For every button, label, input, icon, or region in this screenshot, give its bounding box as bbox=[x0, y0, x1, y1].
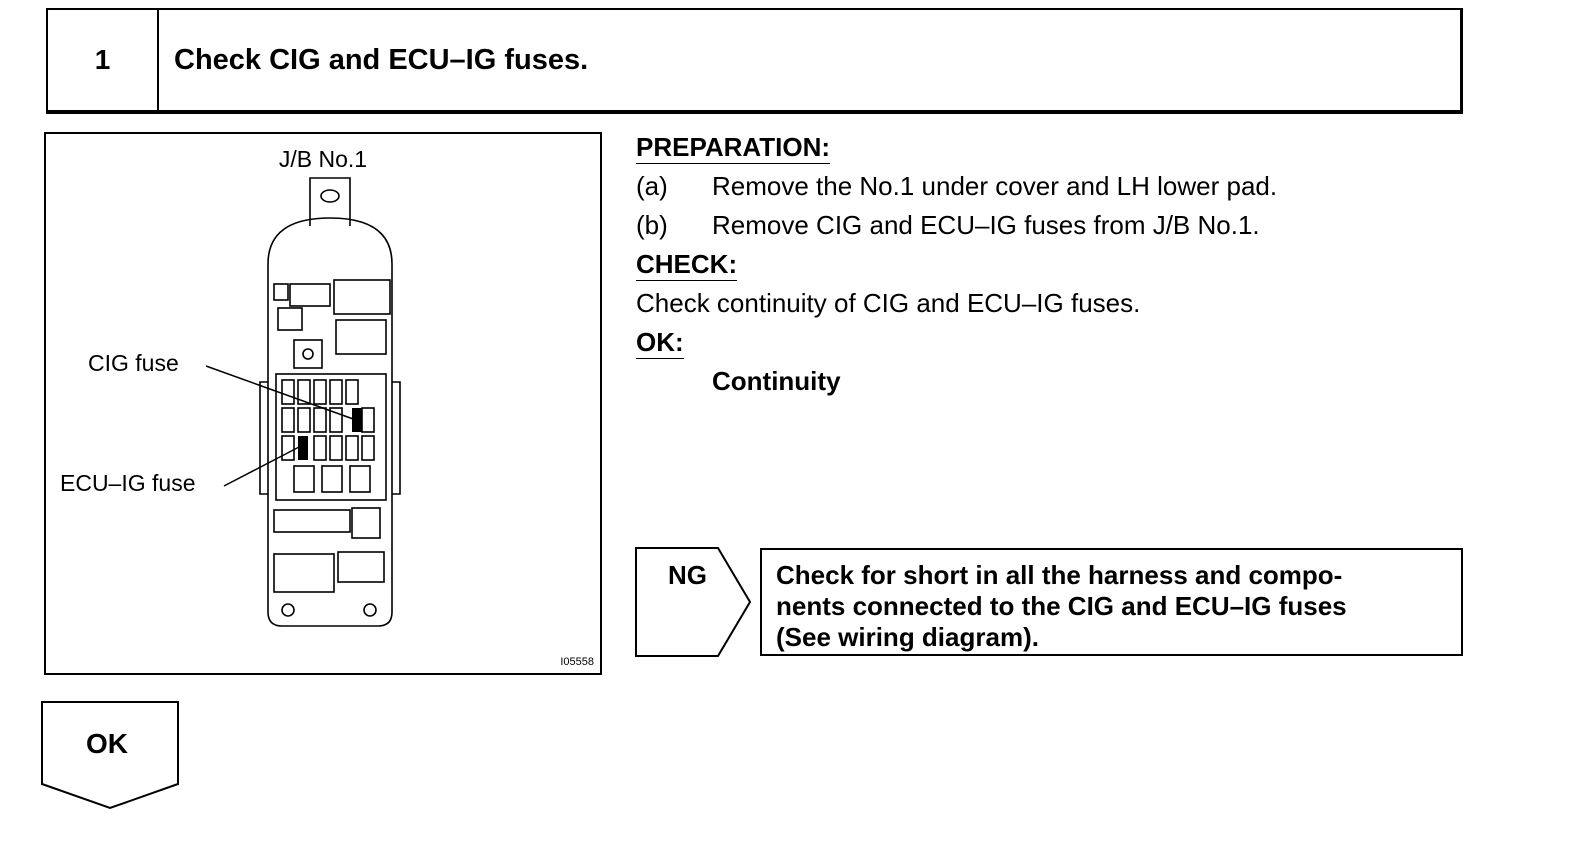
ng-instruction-line: Check for short in all the harness and c… bbox=[776, 560, 1343, 590]
ok-spec-text: Continuity bbox=[712, 366, 841, 396]
junction-block-figure: J/B No.1 bbox=[44, 132, 602, 675]
check-heading: CHECK: bbox=[636, 249, 738, 281]
ng-label: NG bbox=[668, 560, 707, 590]
ok-label: OK bbox=[86, 728, 128, 759]
check-text: Check continuity of CIG and ECU–IG fuses… bbox=[636, 288, 1141, 318]
preparation-item: (b) Remove CIG and ECU–IG fuses from J/B… bbox=[636, 206, 1436, 245]
preparation-item-text: Remove the No.1 under cover and LH lower… bbox=[712, 171, 1278, 201]
ng-instruction-line: nents connected to the CIG and ECU–IG fu… bbox=[776, 591, 1347, 621]
preparation-item: (a) Remove the No.1 under cover and LH l… bbox=[636, 167, 1436, 206]
ng-arrow-shape bbox=[635, 547, 752, 657]
step-number: 1 bbox=[48, 10, 159, 110]
instructions: PREPARATION: (a) Remove the No.1 under c… bbox=[636, 128, 1436, 401]
figure-code: I05558 bbox=[560, 656, 594, 668]
preparation-item-tag: (a) bbox=[636, 171, 668, 201]
step-title: Check CIG and ECU–IG fuses. bbox=[174, 43, 589, 76]
cig-fuse-highlight bbox=[352, 408, 362, 432]
ok-spec-heading: OK: bbox=[636, 327, 684, 359]
step-header: 1 Check CIG and ECU–IG fuses. bbox=[46, 8, 1463, 114]
preparation-heading: PREPARATION: bbox=[636, 132, 831, 164]
ecu-ig-fuse-highlight bbox=[298, 436, 308, 460]
preparation-item-text: Remove CIG and ECU–IG fuses from J/B No.… bbox=[712, 210, 1260, 240]
cig-fuse-label: CIG fuse bbox=[88, 350, 179, 376]
ng-instruction-box: Check for short in all the harness and c… bbox=[760, 548, 1463, 656]
preparation-item-tag: (b) bbox=[636, 210, 668, 240]
junction-block-diagram bbox=[205, 177, 401, 627]
ok-arrow-shape bbox=[41, 701, 179, 810]
ecu-ig-fuse-label: ECU–IG fuse bbox=[60, 470, 196, 496]
ng-instruction-line: (See wiring diagram). bbox=[776, 622, 1039, 652]
figure-title: J/B No.1 bbox=[278, 146, 368, 172]
